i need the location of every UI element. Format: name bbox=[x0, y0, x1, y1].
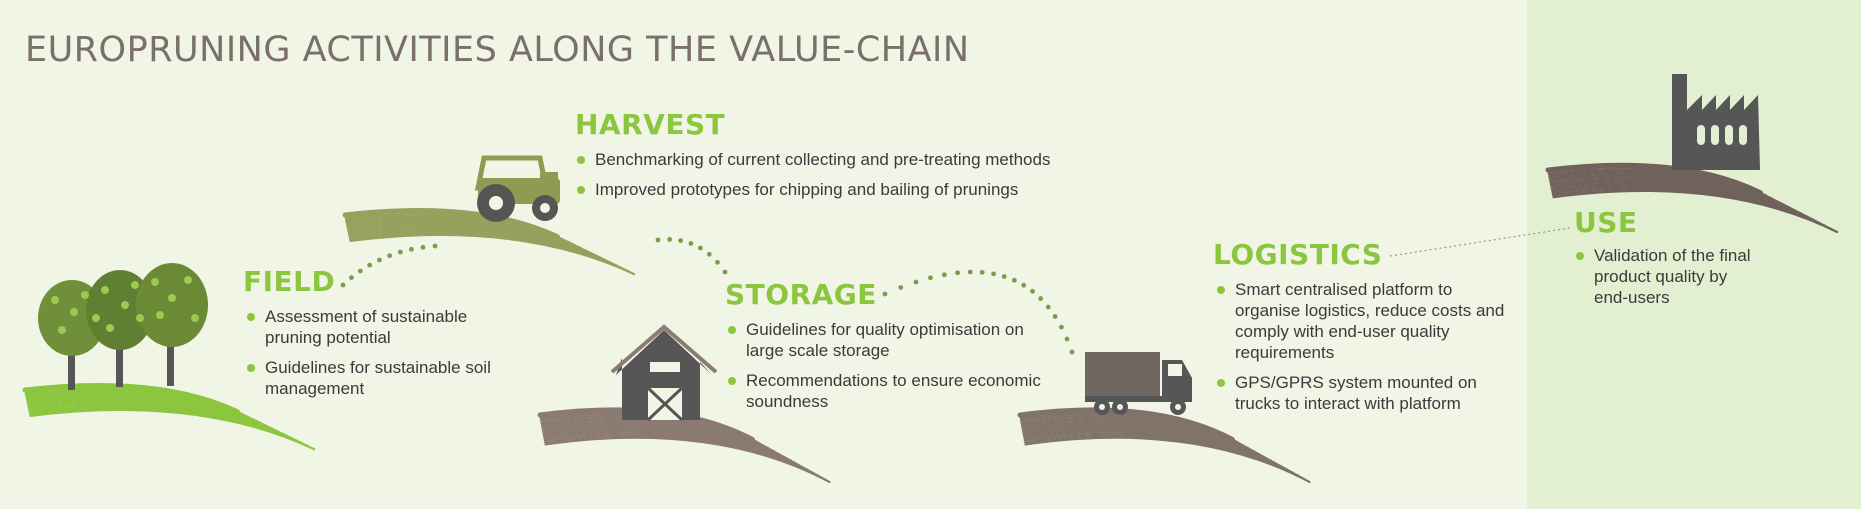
factory-icon bbox=[1672, 74, 1760, 170]
connector-dot bbox=[409, 246, 414, 252]
connector-dot bbox=[967, 269, 973, 275]
connector-dot bbox=[678, 238, 684, 243]
list-item: Improved prototypes for chipping and bai… bbox=[575, 179, 1075, 200]
connector-dot bbox=[1021, 282, 1027, 288]
harvest-bullets: Benchmarking of current collecting and p… bbox=[575, 149, 1075, 209]
harvest-hill bbox=[342, 207, 636, 276]
connector-dot bbox=[706, 251, 712, 257]
storage-bullets: Guidelines for quality optimisation on l… bbox=[726, 319, 1056, 421]
truck-icon bbox=[1085, 352, 1192, 415]
connector-dots bbox=[340, 237, 1075, 355]
connector-dot bbox=[1038, 296, 1044, 301]
field-bullets: Assessment of sustainable pruning potent… bbox=[245, 306, 505, 408]
connector-dot bbox=[367, 262, 373, 268]
hill-stripe bbox=[349, 233, 636, 276]
storage-hill bbox=[537, 407, 831, 484]
list-item: Guidelines for quality optimisation on l… bbox=[726, 319, 1056, 361]
connector-dot bbox=[715, 259, 720, 265]
connector-dot bbox=[1052, 314, 1058, 319]
connector-dot bbox=[991, 271, 996, 277]
connector-dot bbox=[432, 243, 438, 249]
connector-dot bbox=[377, 257, 382, 263]
list-item: Smart centralised platform to organise l… bbox=[1215, 279, 1515, 363]
logistics-heading: LOGISTICS bbox=[1213, 238, 1383, 271]
connector-dot bbox=[955, 270, 961, 276]
connector-dot bbox=[1030, 288, 1035, 294]
trees-icon bbox=[38, 263, 208, 390]
list-item: Guidelines for sustainable soil manageme… bbox=[245, 357, 505, 399]
use-bullets: Validation of the final product quality … bbox=[1574, 245, 1754, 317]
connector-dot bbox=[979, 269, 985, 275]
connector-dot bbox=[722, 269, 728, 275]
list-item: Assessment of sustainable pruning potent… bbox=[245, 306, 505, 348]
connector-dot bbox=[882, 291, 888, 297]
field-heading: FIELD bbox=[243, 265, 336, 298]
list-item: Validation of the final product quality … bbox=[1574, 245, 1754, 308]
connector-dot bbox=[387, 253, 393, 259]
connector-dot bbox=[688, 241, 694, 246]
connector-dot bbox=[928, 275, 933, 281]
connector-dot bbox=[1069, 349, 1075, 355]
harvest-heading: HARVEST bbox=[575, 108, 726, 141]
connector-dot bbox=[357, 268, 363, 274]
hill-stripe bbox=[544, 436, 831, 484]
hill-stripe bbox=[29, 408, 316, 451]
connector-dot bbox=[420, 244, 426, 250]
list-item: Recommendations to ensure economic sound… bbox=[726, 370, 1056, 412]
connector-dot bbox=[1064, 336, 1070, 342]
logistics-hill bbox=[1017, 407, 1311, 484]
tractor-icon bbox=[474, 155, 560, 222]
connector-dot bbox=[340, 282, 346, 288]
barn-icon bbox=[610, 324, 718, 422]
connector-dot bbox=[1045, 304, 1051, 310]
list-item: Benchmarking of current collecting and p… bbox=[575, 149, 1075, 170]
connector-dot bbox=[349, 275, 354, 281]
list-item: GPS/GPRS system mounted on trucks to int… bbox=[1215, 372, 1515, 414]
connector-dot bbox=[941, 272, 947, 278]
logistics-bullets: Smart centralised platform to organise l… bbox=[1215, 279, 1515, 423]
connector-dot bbox=[913, 279, 919, 285]
hill-stripe bbox=[1552, 189, 1839, 234]
connector-dot bbox=[698, 245, 703, 251]
storage-heading: STORAGE bbox=[725, 278, 877, 311]
connector-dot bbox=[655, 237, 661, 243]
connector-dot bbox=[1011, 277, 1017, 283]
use-connector-line bbox=[1389, 227, 1571, 257]
connector-dot bbox=[1058, 324, 1064, 330]
connector-dot bbox=[667, 237, 673, 242]
page-title: EUROPRUNING ACTIVITIES ALONG THE VALUE-C… bbox=[25, 30, 970, 70]
connector-dot bbox=[898, 285, 904, 290]
use-hill bbox=[1545, 162, 1839, 234]
use-heading: USE bbox=[1574, 206, 1638, 239]
field-hill bbox=[22, 382, 316, 451]
hill-stripe bbox=[1024, 436, 1311, 484]
connector-dot bbox=[397, 249, 403, 255]
connector-dot bbox=[1001, 274, 1007, 279]
